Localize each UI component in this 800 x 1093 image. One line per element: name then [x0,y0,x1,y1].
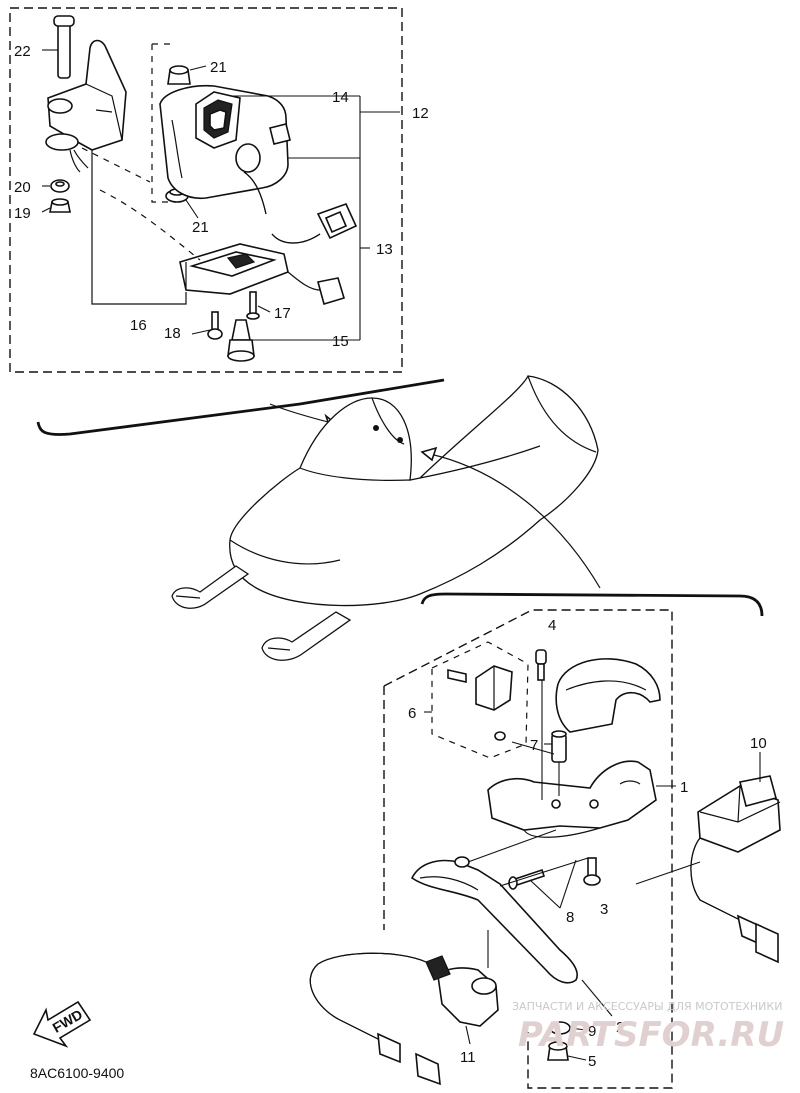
lower-assembly-group: 4 6 7 1 10 3 8 2 9 11 5 [309,609,781,1089]
leader-5 [567,1055,587,1061]
guide-lines-lower [467,680,701,968]
callout-3: 3 [600,901,608,918]
brake-lever [410,856,578,984]
sleeve-7 [551,730,567,763]
leader-11 [465,1025,471,1045]
bolt-15 [227,319,255,362]
guide-line-upper [81,147,201,261]
switch-6-frame [431,641,529,759]
lower-detail-pointer-arrow [429,453,601,589]
callout-14: 14 [332,89,349,106]
control-unit-14 [159,84,291,200]
leader-8 [529,859,577,909]
leader-18 [191,329,211,335]
callout-2: 2 [616,1019,624,1036]
callout-5: 5 [588,1053,596,1070]
leader-2 [581,979,613,1017]
nut-19 [49,198,71,213]
upper-group-frame [9,7,403,373]
callout-21-top: 21 [210,59,227,76]
screw-8 [508,868,546,890]
nut-21-top [167,65,191,112]
callout-19: 19 [14,205,31,222]
lever-bracket [487,760,657,838]
upper-detail-pointer-bar [36,378,445,436]
diagram-code: 8AC6100-9400 [30,1065,124,1081]
callout-4: 4 [548,617,556,634]
screw-17 [246,291,260,320]
callout-22: 22 [14,43,31,60]
module-10 [690,775,781,964]
mount-bracket [45,39,127,173]
callout-8: 8 [566,909,574,926]
callout-7: 7 [530,737,538,754]
switch-11 [309,952,499,1086]
screw-18 [207,311,223,340]
callout-17: 17 [274,305,291,322]
nut-5 [547,1041,569,1061]
callout-18: 18 [164,325,181,342]
snowmobile-outline [36,375,764,661]
module-16 [179,243,345,306]
lower-detail-pointer-bar [420,592,764,617]
bolt-22 [53,15,75,79]
nut-21-frame [151,43,176,203]
wire-harness-13 [243,171,358,244]
callout-1: 1 [680,779,688,796]
screw-4 [535,649,547,681]
lever-cover [555,658,661,733]
callout-15: 15 [332,333,349,350]
leader-14-15-bracket [232,95,361,341]
screw-3 [583,857,601,886]
callout-16: 16 [130,317,147,334]
leader-9 [569,1027,587,1031]
callout-11: 11 [460,1049,476,1066]
callout-12: 12 [412,105,429,122]
callout-13: 13 [376,241,393,258]
guide-line-16 [91,150,187,305]
callout-9: 9 [588,1023,596,1040]
fwd-direction-badge: FWD [32,1000,92,1048]
washer-20 [50,179,70,193]
leader-19 [41,207,51,213]
callout-6: 6 [408,705,416,722]
upper-assembly-group: 22 21 21 14 12 20 19 13 17 16 18 15 [9,7,429,373]
leader-21b [185,199,199,219]
callout-20: 20 [14,179,31,196]
watermark-tagline: ЗАПЧАСТИ И АКСЕССУАРЫ ДЛЯ МОТОТЕХНИКИ [512,1000,782,1013]
watermark-logo: PARTSFOR.RU [518,1015,784,1055]
callout-21-bottom: 21 [192,219,209,236]
leader-17 [257,305,271,313]
leader-21a [189,65,207,71]
callout-10: 10 [750,735,767,752]
switch-6 [447,665,513,741]
